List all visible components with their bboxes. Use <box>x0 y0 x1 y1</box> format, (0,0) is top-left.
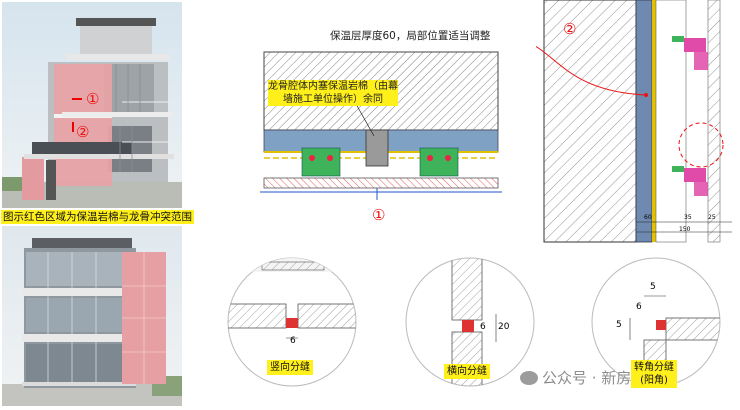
detail3-dim-top: 5 <box>650 282 656 292</box>
detail1-label: 竖向分缝 <box>267 360 313 375</box>
detail3-dim-mid: 6 <box>636 302 642 312</box>
detail-horizontal-joint: 6 20 <box>404 256 536 388</box>
dim-25: 25 <box>708 214 716 221</box>
left-caption: 图示红色区域为保温岩棉与龙骨冲突范围 <box>1 210 194 224</box>
detail2-label: 横向分缝 <box>444 364 490 379</box>
plan-ref-number: ① <box>372 206 386 224</box>
detail1-dim: 6 <box>290 336 296 346</box>
side-section-drawing: 60 35 25 150 <box>495 0 740 245</box>
building-render-top: ① ② <box>2 2 182 208</box>
side-note: 保温层厚度60，局部位置适当调整 <box>330 30 491 42</box>
dim-35: 35 <box>684 214 692 221</box>
marker-1: ① <box>86 90 100 108</box>
detail2-dim-20: 20 <box>498 322 510 332</box>
detail3-label: 转角分缝 (阳角) <box>631 360 677 388</box>
plan-note: 龙骨腔体内塞保温岩棉（由幕墙施工单位操作）余同 <box>268 80 398 106</box>
wechat-icon <box>520 371 538 385</box>
detail3-dim-left: 5 <box>616 320 622 330</box>
side-ref-number: ② <box>563 20 577 38</box>
detail-vertical-joint: 6 <box>226 256 358 388</box>
marker-2: ② <box>76 123 90 141</box>
dim-150: 150 <box>679 226 691 233</box>
plan-section-drawing <box>240 40 520 230</box>
building-render-bottom <box>2 226 182 406</box>
dim-60: 60 <box>644 214 652 221</box>
watermark: 公众号 · 新房 <box>520 367 631 388</box>
detail2-dim-6: 6 <box>480 322 486 332</box>
